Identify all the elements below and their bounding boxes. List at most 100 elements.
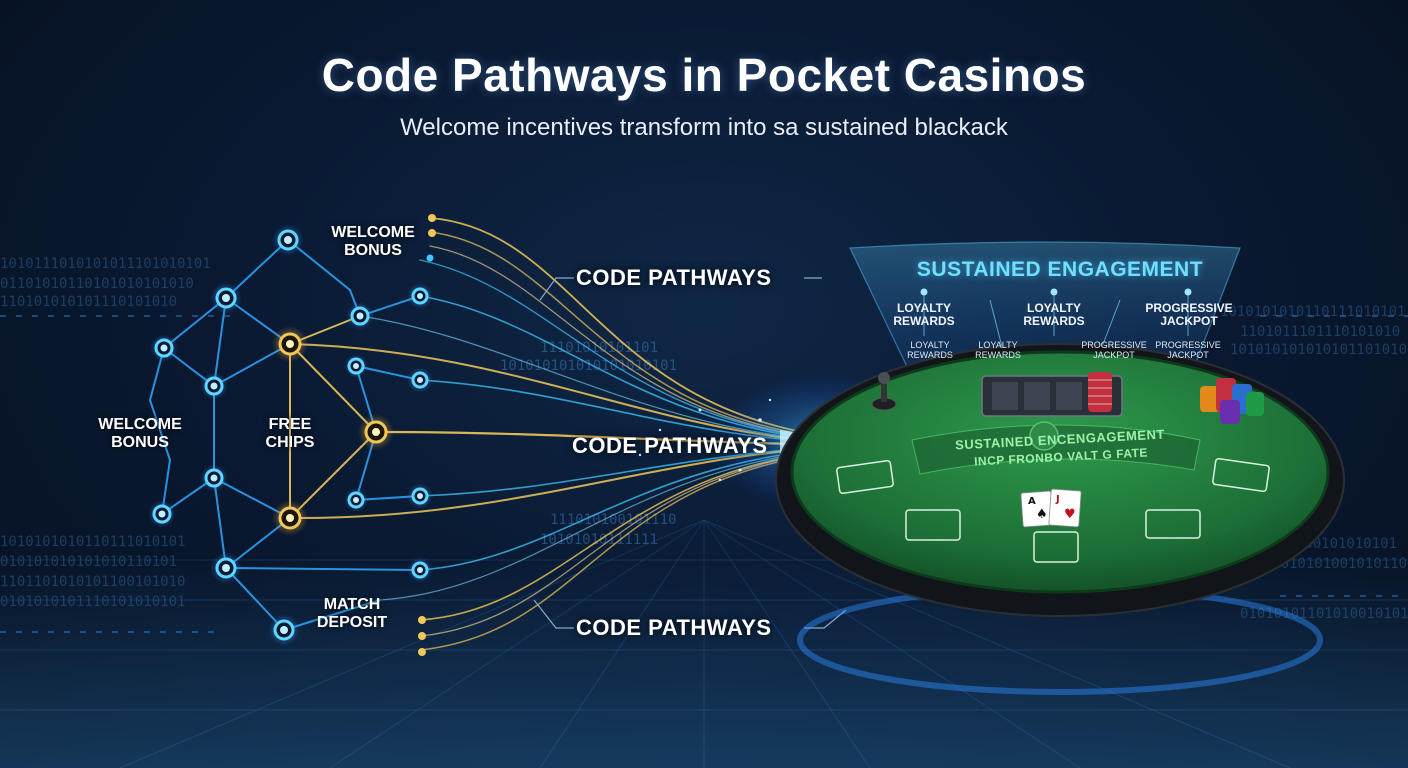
network-node	[200, 464, 228, 492]
network-node	[407, 557, 433, 583]
binary-row: 0101010110101001010101	[1240, 606, 1408, 622]
label-welcome-bonus-left: WELCOME BONUS	[82, 416, 198, 452]
svg-text:♠: ♠	[1036, 507, 1048, 522]
sub-reward-line: JACKPOT	[1093, 350, 1135, 360]
reward-line: JACKPOT	[1160, 314, 1218, 328]
betting-spot	[1033, 531, 1079, 563]
network-node	[200, 372, 228, 400]
sub-reward-line: JACKPOT	[1167, 350, 1209, 360]
betting-spot	[1145, 509, 1201, 539]
label-line: BONUS	[344, 242, 402, 259]
felt-arc-band	[911, 424, 1201, 475]
label-line: WELCOME	[331, 224, 415, 241]
network-node-gold	[272, 500, 308, 536]
reward-loyalty-1: LOYALTY REWARDS	[874, 302, 974, 328]
label-line: FREE	[268, 416, 312, 433]
betting-spot	[1212, 458, 1270, 492]
pathway-label-top: CODE PATHWAYS	[576, 265, 772, 290]
svg-text:J: J	[1055, 494, 1060, 505]
betting-spots	[836, 458, 1270, 563]
svg-text:♥: ♥	[1064, 507, 1076, 522]
table-felt-edge	[790, 350, 1330, 594]
binary-left: 1010111010101011101010101 01101010110101…	[0, 256, 211, 610]
chip-stack	[1200, 378, 1264, 424]
label-welcome-bonus-top: WELCOME BONUS	[318, 224, 428, 260]
label-line: CHIPS	[265, 434, 315, 451]
svg-text:A: A	[1028, 496, 1036, 507]
sub-reward-line: REWARDS	[907, 350, 953, 360]
label-line: WELCOME	[98, 416, 182, 433]
data-dashes	[0, 315, 1408, 633]
sparkles	[638, 398, 792, 482]
binary-row: 1010111010101011101010101	[0, 256, 211, 272]
tray-slot	[1024, 382, 1050, 410]
binary-center: 11101010101101 101010101010101010101 111…	[500, 340, 677, 548]
binary-row: 1010101010110111010101	[0, 534, 185, 550]
network-node-gold	[358, 414, 394, 450]
network-node	[150, 334, 178, 362]
network-node	[407, 367, 433, 393]
network-node	[272, 224, 304, 256]
binary-row: 010101010101010110101	[0, 554, 177, 570]
network-node	[346, 302, 374, 330]
sub-reward-line: PROGRESSIVE	[1155, 340, 1221, 350]
tray-slot	[1056, 382, 1082, 410]
binary-row: 0101010101110101010101	[0, 594, 185, 610]
betting-spot	[905, 509, 961, 541]
binary-row: 1010101010101011010101	[1230, 342, 1408, 358]
blue-nodes	[148, 224, 433, 646]
label-match-deposit: MATCH DEPOSIT	[298, 596, 406, 632]
sub-reward-line: PROGRESSIVE	[1081, 340, 1147, 350]
label-line: DEPOSIT	[316, 614, 388, 631]
reward-line: REWARDS	[893, 314, 955, 328]
sub-reward-line: LOYALTY	[910, 340, 950, 350]
label-free-chips: FREE CHIPS	[250, 416, 330, 452]
pathway-label-middle: CODE PATHWAYS	[572, 433, 768, 458]
playing-card-ace: A ♠	[1020, 490, 1054, 528]
table-felt	[792, 352, 1328, 592]
network-node	[344, 488, 368, 512]
label-line: MATCH	[323, 596, 381, 613]
dealer-emblem	[1029, 421, 1059, 451]
reward-line: REWARDS	[1023, 314, 1085, 328]
binary-row: 1101101010101100101010	[0, 574, 185, 590]
network-node	[210, 552, 242, 584]
playing-card-jack: J ♥	[1048, 488, 1082, 528]
betting-spot	[836, 460, 894, 494]
reward-line: PROGRESSIVE	[1145, 301, 1233, 315]
binary-row: 1010101010110111010101	[1220, 304, 1405, 320]
binary-row: 01101010110101010101010	[0, 276, 194, 292]
page-subtitle: Welcome incentives transform into sa sus…	[400, 114, 1008, 141]
engagement-title: SUSTAINED ENGAGEMENT	[916, 258, 1204, 281]
network-node	[268, 614, 300, 646]
sub-reward: PROGRESSIVE JACKPOT	[1078, 340, 1150, 360]
network-node	[407, 283, 433, 309]
dealer-button	[871, 372, 897, 411]
tray-slot	[992, 382, 1018, 410]
network-node	[148, 500, 176, 528]
network-node	[344, 354, 368, 378]
sub-reward: LOYALTY REWARDS	[898, 340, 962, 360]
pathway-label-bottom: CODE PATHWAYS	[576, 615, 772, 640]
sub-reward-line: REWARDS	[975, 350, 1021, 360]
sub-reward: PROGRESSIVE JACKPOT	[1152, 340, 1224, 360]
binary-row: 11101010101101	[540, 340, 658, 356]
chip-stack	[1088, 372, 1112, 412]
reward-progressive-jackpot: PROGRESSIVE JACKPOT	[1130, 302, 1248, 328]
page-title: Code Pathways in Pocket Casinos	[321, 49, 1087, 101]
gold-nodes	[272, 326, 394, 536]
reward-loyalty-2: LOYALTY REWARDS	[1004, 302, 1104, 328]
network-node-gold	[272, 326, 308, 362]
reward-line: LOYALTY	[896, 301, 951, 315]
reward-line: LOYALTY	[1026, 301, 1081, 315]
network-node	[210, 282, 242, 314]
leader-lines	[533, 277, 847, 629]
sub-reward: LOYALTY REWARDS	[966, 340, 1030, 360]
stream-endpoints	[418, 214, 436, 656]
sub-reward-line: LOYALTY	[978, 340, 1018, 350]
binary-row: 1101011101110101010	[1240, 324, 1400, 340]
binary-row: 110101010101110101010	[0, 294, 177, 310]
label-line: BONUS	[111, 434, 169, 451]
